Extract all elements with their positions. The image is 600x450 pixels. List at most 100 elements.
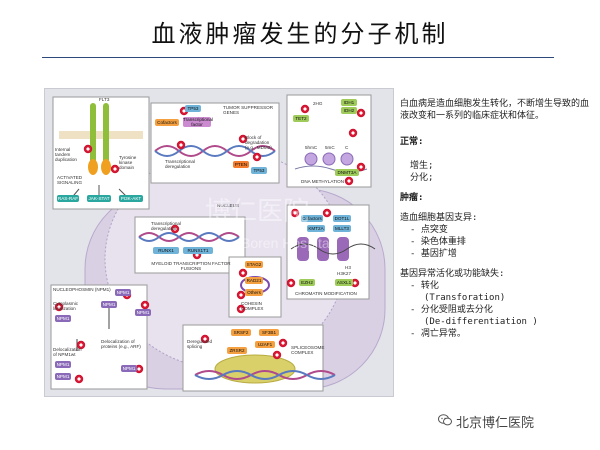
mutation-markers (54, 104, 366, 384)
dnmt3a-box: DNMT3A (335, 169, 359, 176)
dna-c-label: C (345, 145, 349, 150)
chromatin-header: CHROMATIN MODIFICATION (295, 291, 357, 296)
side-abnormal-title: 基因异常活化或功能缺失: (400, 269, 505, 279)
tsg-tp53-box: TP53 (185, 105, 201, 112)
jak-stat-box: JAK-STAT (87, 195, 111, 202)
watermark-center-cn: 博仁医院 (205, 196, 310, 226)
nucleosome-3 (340, 152, 354, 166)
cohesin-header: COHESIN COMPLEX (241, 301, 264, 312)
u2af1-box: U2AF1 (255, 341, 275, 348)
rad21-box: RAD21 (245, 277, 263, 284)
flt3-kinase-left (88, 159, 98, 175)
splice-dna-helix (194, 370, 336, 380)
stag2-box: STAG2 (245, 261, 263, 268)
side-support-item-2: - 染色体重排 (410, 237, 466, 247)
chromatin-cofactors-box: Cofactors (301, 215, 323, 222)
pi3k-akt-box: PI3K-AKT (119, 195, 143, 202)
npm1-box-low1: NPM1 (55, 361, 71, 368)
kmt2a-box: KMT2A (307, 225, 325, 232)
flt3-label: FLT3 (99, 97, 110, 102)
side-abnormal-item-1: - 转化 (410, 281, 439, 291)
tet2-box: TET2 (293, 115, 309, 122)
ras-raf-box: RAS-RAF (57, 195, 79, 202)
side-support-item-3: - 基因扩增 (410, 249, 457, 259)
idh2-box: IDH2 (341, 107, 357, 114)
myeloid-dna-helix (138, 232, 240, 242)
others-box: Others (245, 289, 263, 296)
tsg-dna-helix (154, 145, 276, 157)
myeloid-header: MYELOID TRANSCRIPTION FACTOR FUSIONS (151, 261, 231, 272)
nucleosome-1 (304, 152, 318, 166)
tsg-header: TUMOR SUPPRESSOR GENES (223, 105, 274, 116)
watermark-center-en: Boren Hospital (241, 235, 333, 251)
side-intro: 白血病是造血细胞发生转化，不断增生导致的血液改变和一系列的临床症状和体征。 (400, 99, 590, 121)
flt3-membrane (59, 131, 143, 139)
side-support-item-1: - 点突变 (410, 225, 448, 235)
flt3-kinase-right (101, 159, 111, 175)
ezh2-box: EZH2 (299, 279, 315, 286)
dna-5mc-label: 5mC (325, 145, 335, 150)
tsg-tf-box: Transcriptional factor (183, 117, 213, 127)
side-normal-item-2: 分化; (410, 173, 434, 183)
npm1-box-low2: NPM1 (55, 373, 71, 380)
side-normal-label: 正常: (400, 137, 424, 147)
h3-label: H3 (345, 265, 351, 270)
panel-myeloid-fusions (134, 216, 246, 274)
h3k27-label: H3K27 (337, 271, 352, 276)
dna-header: DNA METHYLATION (301, 179, 345, 184)
side-tumor-label: 肿瘤: (400, 193, 424, 203)
zrsr2-box: ZRSR2 (227, 347, 247, 354)
flt3-chain-left (90, 103, 96, 163)
npm1-prot-label: Delocalization of proteins (e.g., ARF) (101, 339, 141, 350)
side-abnormal-item-2-en: (De-differentiation ) (424, 317, 538, 327)
flt3-activated-label: ACTIVATED SIGNALING (57, 175, 83, 186)
side-abnormal-item-2: - 分化受阻或去分化 (410, 305, 493, 315)
mllt3-box: MLLT3 (333, 225, 351, 232)
srsf2-box: SRSF2 (231, 329, 251, 336)
flt3-tkd-label: Tyrosine kinase domain (119, 155, 137, 171)
side-normal-item-1: 增生; (410, 161, 434, 171)
spliceosome-body (214, 354, 296, 384)
npm1-box-mid: NPM1 (101, 301, 117, 308)
npm1-box-left: NPM1 (55, 315, 71, 322)
sf3b1-box: SF3B1 (259, 329, 279, 336)
npm1-cyto-label: Cytoplasmic localization (53, 301, 79, 312)
dot1l-box: DOT1L (333, 215, 351, 222)
flt3-chain-right (103, 103, 109, 163)
wechat-icon (438, 414, 452, 426)
watermark-text: 北京博仁医院 (456, 416, 535, 431)
side-abnormal-item-1-en: (Transforation) (424, 293, 506, 303)
npm1-header: NUCLEOPHOSMIN (NPM1) (53, 287, 111, 292)
npm1-box-low3: NPM1 (121, 365, 137, 372)
npm1-box-right: NPM1 (135, 309, 151, 316)
page-title: 血液肿瘤发生的分子机制 (151, 20, 449, 48)
npm1-deloc-label: Delocalization of NPM1wt (53, 347, 82, 358)
runx1t1-box: RUNX1T1 (183, 247, 213, 254)
histone-right (337, 237, 349, 261)
myeloid-dereg-label: Transcriptional deregulation (151, 221, 181, 232)
asxl1-box: ASXL1 (335, 279, 353, 286)
tsg-cofactors-box: Cofactors (155, 119, 179, 126)
molecular-mechanism-figure: FLT3 Internal tandem duplication Tyrosin… (44, 88, 394, 397)
splice-header: SPLICEOSOME COMPLEX (291, 345, 325, 356)
runx1-box: RUNX1 (153, 247, 179, 254)
panel-flt3 (52, 96, 150, 210)
tsg-dereg-label: Transcriptional deregulation (165, 159, 195, 170)
flt3-itd-label: Internal tandem duplication (55, 147, 77, 163)
tsg-tp53b-box: TP53 (251, 167, 267, 174)
side-text: 白血病是造血细胞发生转化，不断增生导致的血液改变和一系列的临床症状和体征。 正常… (400, 98, 590, 340)
tsg-block-label: Block of degradation (e.g., MDM2) (245, 135, 272, 151)
nucleosome-2 (322, 152, 336, 166)
side-abnormal-item-3: - 凋亡异常。 (410, 329, 466, 339)
splice-dereg-label: Deregulated splicing (187, 339, 213, 350)
figure-graphics (50, 94, 386, 392)
tsg-pten-box: PTEN (233, 161, 249, 168)
title-rule (42, 57, 554, 58)
side-support-title: 造血细胞基因支异: (400, 213, 478, 223)
dna-2hg-label: 2HG (313, 101, 323, 106)
histone-left (297, 237, 309, 261)
npm1-box-top: NPM1 (115, 289, 131, 296)
idh1-box: IDH1 (341, 99, 357, 106)
histone-mid (317, 237, 329, 261)
nucleus-label: NUCLEUS (217, 203, 239, 208)
